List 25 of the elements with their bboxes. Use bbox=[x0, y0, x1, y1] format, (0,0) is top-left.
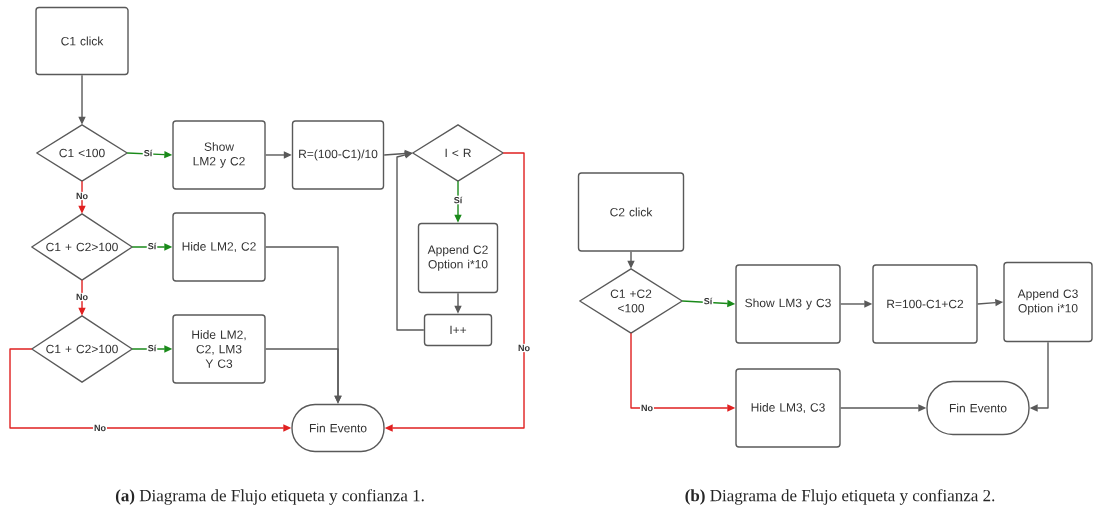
process-box: R=(100-C1)/10 bbox=[291, 120, 385, 190]
edge-label: Sí bbox=[702, 296, 714, 306]
process-box: Hide LM2, C2 bbox=[172, 212, 266, 282]
edge-label: Sí bbox=[146, 343, 158, 353]
process-box: R=100-C1+C2 bbox=[872, 264, 978, 344]
arrow bbox=[396, 151, 425, 331]
caption: (b) Diagrama de Flujo etiqueta y confianza 2. bbox=[685, 489, 995, 505]
edge-label: No bbox=[93, 423, 107, 433]
process-box: I++ bbox=[423, 313, 493, 347]
process-box: Append C2 Option i*10 bbox=[417, 222, 499, 294]
edge-label: Sí bbox=[142, 148, 154, 158]
process-box: Append C3 Option i*10 bbox=[1003, 261, 1093, 343]
process-box: Show LM2 y C2 bbox=[172, 120, 266, 190]
process-box: Show LM3 y C3 bbox=[735, 264, 841, 344]
caption: (a) Diagrama de Flujo etiqueta y confianza 1. bbox=[115, 489, 424, 505]
edge-label: No bbox=[75, 292, 89, 302]
process-box: Hide LM2, C2, LM3 Y C3 bbox=[172, 314, 266, 384]
edge-label: Sí bbox=[452, 195, 464, 205]
edge-label: No bbox=[517, 343, 531, 353]
process-box: Hide LM3, C3 bbox=[735, 368, 841, 448]
process-box: C1 click bbox=[35, 6, 129, 76]
edge-label: Sí bbox=[146, 241, 158, 251]
process-box: C2 click bbox=[577, 172, 685, 252]
edge-label: No bbox=[75, 191, 89, 201]
edge-label: No bbox=[640, 403, 654, 413]
